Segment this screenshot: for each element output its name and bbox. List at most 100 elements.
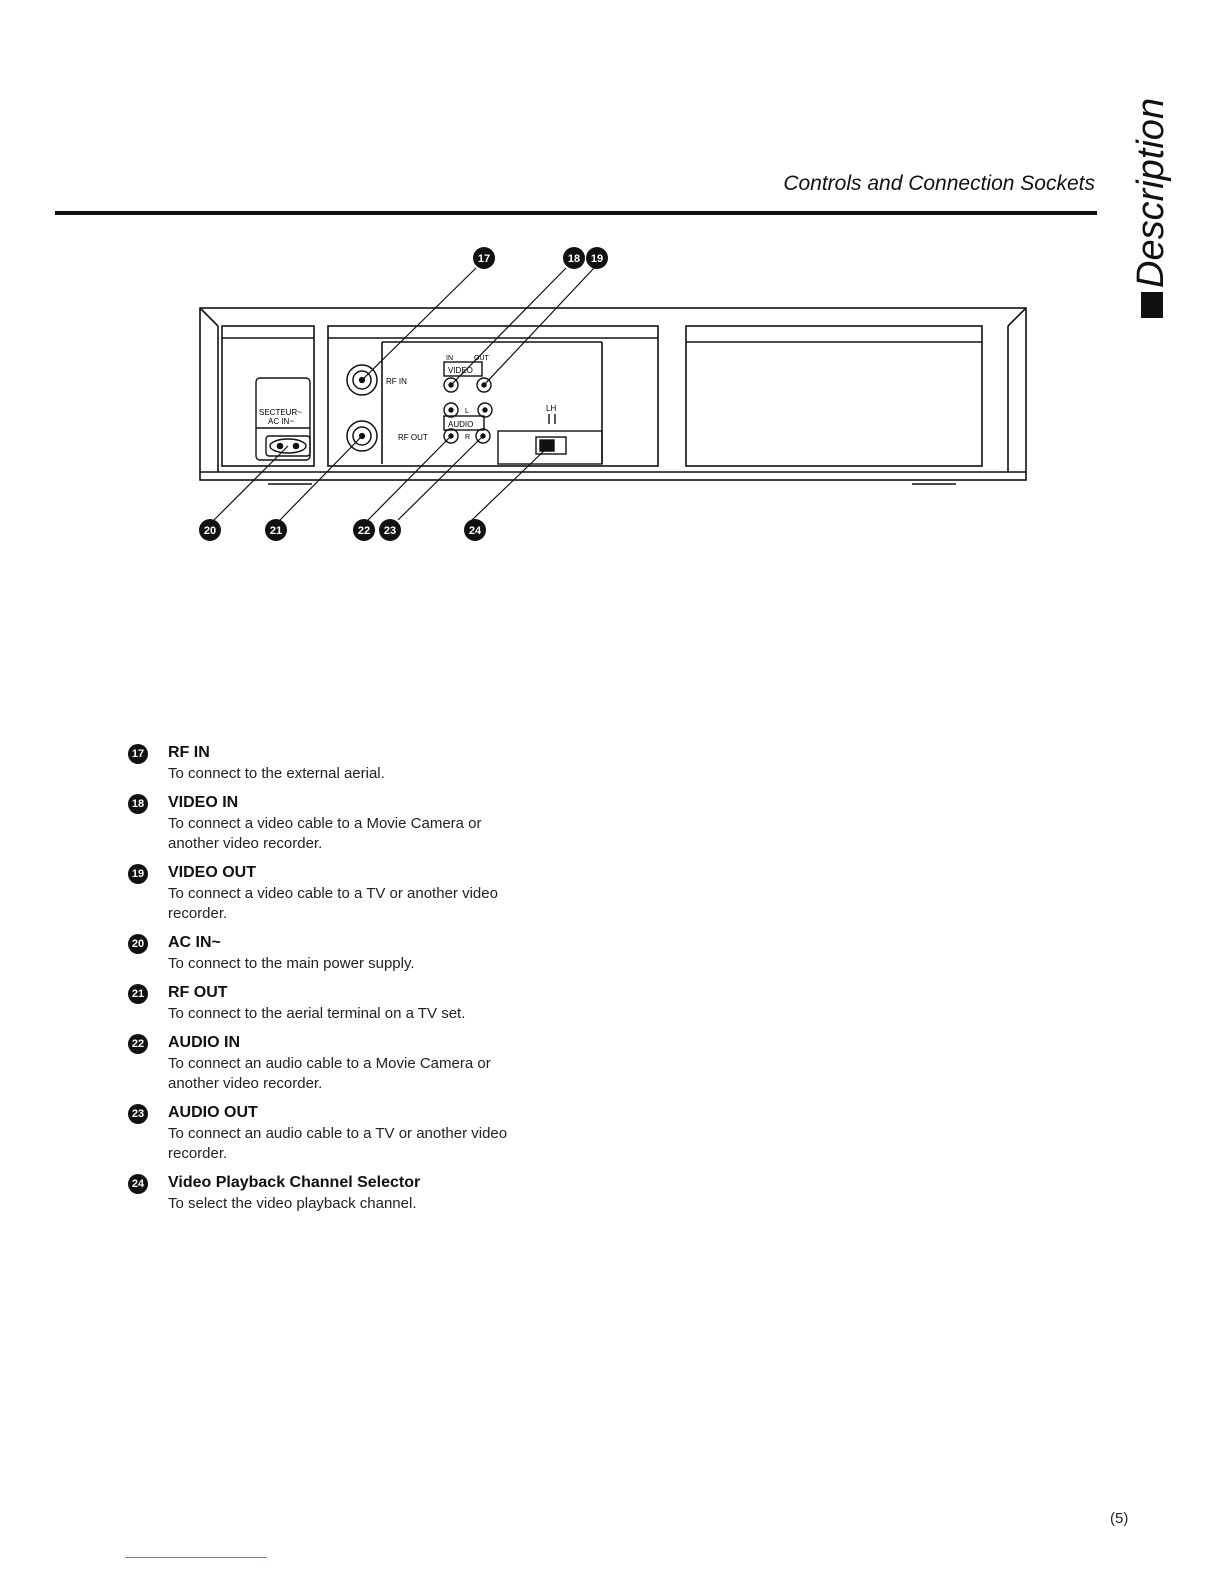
callout-17: 17 <box>473 247 495 269</box>
leader-18 <box>450 267 567 386</box>
callout-22-label: 22 <box>358 525 370 537</box>
item-title: VIDEO OUT <box>168 864 257 881</box>
audio-label-box <box>443 415 485 431</box>
item-description-line: To select the video playback channel. <box>168 1195 417 1212</box>
label-in: IN <box>446 355 453 362</box>
item-title: VIDEO IN <box>168 794 239 811</box>
label-secteur: SECTEUR~ <box>259 408 302 417</box>
callout-24: 24 <box>464 519 486 541</box>
callout-19: 19 <box>586 247 608 269</box>
header-rule <box>55 211 1097 215</box>
item-title: RF IN <box>168 744 210 761</box>
av-jacks <box>443 361 493 444</box>
callout-18: 18 <box>563 247 585 269</box>
leader-23 <box>397 435 484 521</box>
vcr-outline <box>199 307 1027 481</box>
callout-18-label: 18 <box>568 253 580 265</box>
item-number-badge: 17 <box>128 744 148 764</box>
label-audio: AUDIO <box>448 420 473 429</box>
item-description-line: To connect to the external aerial. <box>168 765 385 782</box>
item-description-line: another video recorder. <box>168 835 323 852</box>
leader-19 <box>483 267 595 386</box>
power-compartment <box>221 325 315 467</box>
label-rf-in: RF IN <box>386 377 407 386</box>
callout-20-label: 20 <box>204 525 216 537</box>
callout-17-label: 17 <box>478 253 490 265</box>
item-description-line: another video recorder. <box>168 1075 323 1092</box>
leader-17 <box>361 267 477 381</box>
audio-in-l-jack <box>443 402 459 418</box>
housing-corner-right <box>1007 307 1027 327</box>
item-title: Video Playback Channel Selector <box>168 1174 421 1191</box>
vcr-rear-panel-diagram: SECTEUR~ AC IN~ RF IN RF OUT IN OUT VIDE… <box>199 247 1027 541</box>
item-number-badge: 18 <box>128 794 148 814</box>
housing-corner-left <box>199 307 219 327</box>
rf-out-outer <box>346 420 378 452</box>
callout-19-label: 19 <box>591 253 603 265</box>
item-number-badge: 24 <box>128 1174 148 1194</box>
playback-channel-selector <box>497 414 603 465</box>
list-item: 17 RF IN To connect to the external aeri… <box>128 742 688 784</box>
item-description-line: To connect to the aerial terminal on a T… <box>168 1005 466 1022</box>
rf-out-inner <box>352 426 372 446</box>
callout-21: 21 <box>265 519 287 541</box>
callout-23-label: 23 <box>384 525 396 537</box>
rf-in-socket <box>346 364 378 396</box>
rf-in-inner <box>352 370 372 390</box>
item-number-badge: 22 <box>128 1034 148 1054</box>
list-item: 21 RF OUT To connect to the aerial termi… <box>128 982 688 1024</box>
label-ac-in: AC IN~ <box>268 417 294 426</box>
list-item: 18 VIDEO IN To connect a video cable to … <box>128 792 688 854</box>
selector-switch-knob <box>539 439 555 452</box>
audio-out-l-jack-pin <box>482 407 488 413</box>
selector-switch-housing <box>535 436 567 455</box>
item-number-badge: 20 <box>128 934 148 954</box>
page-number: (5) <box>1110 1510 1129 1527</box>
list-item: 23 AUDIO OUT To connect an audio cable t… <box>128 1102 688 1164</box>
label-r: R <box>465 434 470 441</box>
item-title: RF OUT <box>168 984 228 1001</box>
selector-panel <box>497 430 603 465</box>
item-description-line: recorder. <box>168 905 228 922</box>
item-description-line: To connect a video cable to a Movie Came… <box>168 815 482 832</box>
item-title: AUDIO OUT <box>168 1104 258 1121</box>
callout-21-label: 21 <box>270 525 282 537</box>
item-title: AUDIO IN <box>168 1034 240 1051</box>
ac-in-socket <box>255 377 311 461</box>
audio-in-r-jack <box>443 428 459 444</box>
audio-in-l-jack-pin <box>448 407 454 413</box>
list-item: 22 AUDIO IN To connect an audio cable to… <box>128 1032 688 1094</box>
list-item: 24 Video Playback Channel Selector To se… <box>128 1172 688 1214</box>
ac-in-pin-2 <box>292 442 300 450</box>
blank-panel <box>685 325 983 467</box>
video-in-jack <box>443 377 459 393</box>
item-number-badge: 23 <box>128 1104 148 1124</box>
ac-in-plate <box>255 377 311 461</box>
rf-in-outer <box>346 364 378 396</box>
page-header-title: Controls and Connection Sockets <box>783 172 1095 195</box>
item-number-badge: 21 <box>128 984 148 1004</box>
leader-lines <box>213 267 595 521</box>
list-item: 20 AC IN~ To connect to the main power s… <box>128 932 688 974</box>
leader-24 <box>471 445 550 521</box>
item-description-line: recorder. <box>168 1145 228 1162</box>
ac-in-receptacle <box>265 435 311 457</box>
label-l: L <box>465 408 469 415</box>
video-out-jack <box>476 377 492 393</box>
leader-22 <box>367 435 452 521</box>
audio-out-l-jack <box>477 402 493 418</box>
label-out: OUT <box>474 355 490 362</box>
label-lh: LH <box>546 404 556 413</box>
label-video: VIDEO <box>448 366 473 375</box>
footer-link-underline <box>125 1557 267 1558</box>
callout-22: 22 <box>353 519 375 541</box>
item-description-line: To connect an audio cable to a Movie Cam… <box>168 1055 491 1072</box>
connector-panel <box>327 325 659 467</box>
callout-23: 23 <box>379 519 401 541</box>
connection-description-list: 17 RF IN To connect to the external aeri… <box>128 742 688 1222</box>
leader-20 <box>213 445 289 521</box>
audio-out-r-jack <box>475 428 491 444</box>
ac-in-receptacle-inner <box>269 438 307 454</box>
video-label-box <box>443 361 483 377</box>
leader-21 <box>279 435 363 521</box>
